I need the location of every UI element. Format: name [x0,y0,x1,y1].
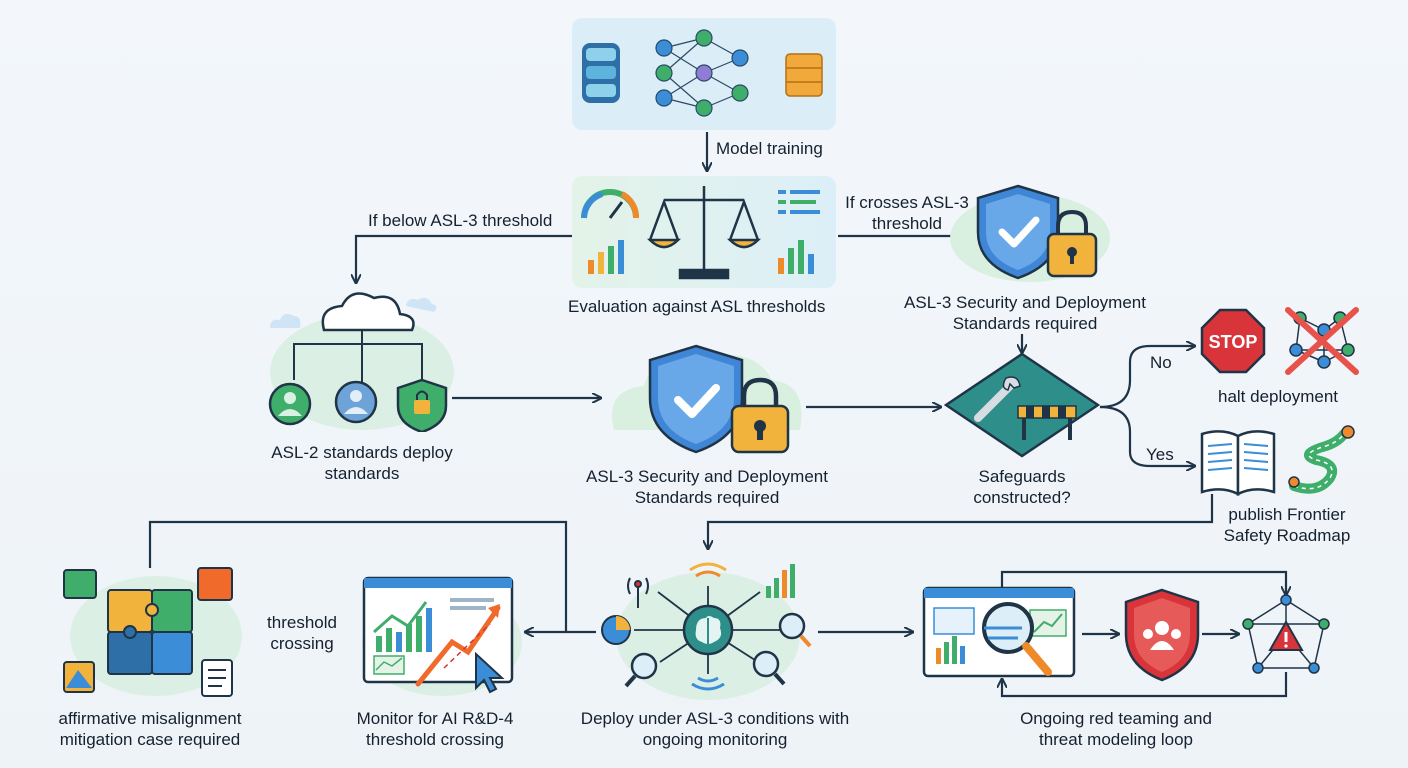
deploy-hub-node [596,556,818,702]
shield-lock-icon [396,378,448,434]
redteam-label: Ongoing red teaming and threat modeling … [1020,709,1212,749]
road-map-icon [1288,425,1355,494]
stop-sign-text: STOP [1209,332,1258,352]
asl3-mid-node [604,340,808,460]
red-shield-icon [1124,588,1200,682]
monitor-node [352,572,522,698]
affirmative-label: affirmative misalignment mitigation case… [58,709,242,749]
halt-node: STOP [1200,306,1360,382]
shield-check-icon [648,344,744,454]
wifi-icon [691,676,725,691]
safeguards-label: Safeguards constructed? [973,467,1071,507]
model-training-label: Model training [716,139,823,158]
publish-label: publish Frontier Safety Roadmap [1223,505,1351,545]
padlock-icon [730,377,790,454]
server-stack-icon [785,53,823,97]
magnifier-icon [624,652,658,688]
redteam-search-node [922,586,1084,684]
alert-network-icon [1242,594,1330,674]
monitor-label: Monitor for AI R&D-4 threshold crossing [356,709,514,749]
bar-chart-icon [778,240,814,274]
yes-label: Yes [1146,445,1174,464]
document-icon [201,659,233,697]
safeguards-decision-node [943,352,1101,458]
affirmative-node [60,562,248,698]
redteam-shield-node [1122,588,1202,682]
asl2-node [262,282,462,434]
deploy-label: Deploy under ASL-3 conditions with ongoi… [580,709,850,749]
wifi-icon [689,562,727,578]
pie-chart-icon [601,615,631,645]
no-label: No [1150,353,1172,372]
magnifier-icon [982,602,1052,676]
brain-hub-icon [682,604,734,656]
asl3-top-node [940,178,1110,288]
asl3-top-label: ASL-3 Security and Deployment Standards … [904,293,1146,333]
wrench-barrier-icon [974,376,1077,440]
evaluation-label: Evaluation against ASL thresholds [568,297,826,316]
evaluation-card [572,176,836,288]
if-below-label: If below ASL-3 threshold [368,211,553,230]
database-icon [582,43,620,103]
scales-icon [646,186,762,280]
padlock-icon [1046,209,1098,278]
asl3-mid-label: ASL-3 Security and Deployment Standards … [586,467,828,507]
list-icon [778,190,820,214]
publish-node [1198,424,1368,500]
asl2-label: ASL-2 standards deploy standards [271,443,453,483]
neural-network-icon [655,29,749,117]
model-training-card [572,18,836,130]
arrow-no-branch [1099,346,1194,409]
puzzle-icon [63,567,233,675]
if-crosses-label: If crosses ASL-3 threshold [845,193,969,233]
redteam-network-node [1238,594,1336,676]
image-icon [63,661,95,693]
user-icon [334,380,378,424]
crossed-network-icon [1285,307,1359,375]
threshold-crossing-label: threshold crossing [267,613,337,653]
gauge-icon [581,189,639,219]
halt-label: halt deployment [1218,387,1339,406]
bar-chart-icon [766,564,795,598]
shield-check-icon [976,184,1060,280]
magnifier-icon [752,650,786,686]
cursor-icon [475,651,505,694]
cloud-network-icon [270,292,437,382]
signal-icon [627,577,649,608]
bar-chart-icon [588,240,624,274]
user-icon [268,382,312,426]
magnifier-icon [778,612,812,648]
stop-sign-icon [1200,308,1266,374]
open-book-icon [1200,430,1276,497]
arrow-below-threshold [356,234,572,282]
